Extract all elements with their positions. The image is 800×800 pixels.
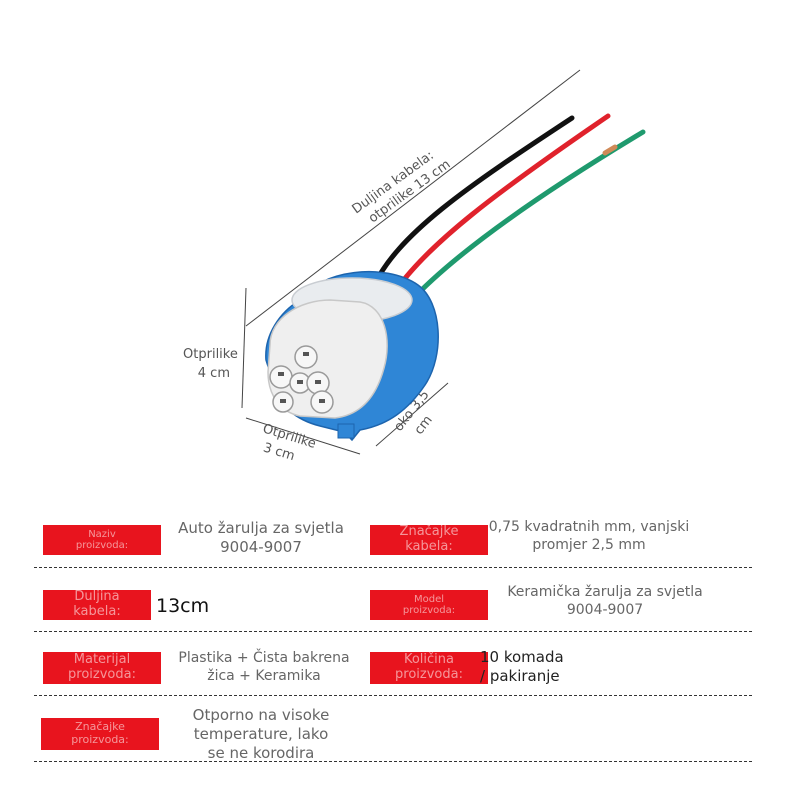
spec-row: Značajke proizvoda: Otporno na visoke te…	[34, 696, 752, 762]
cable-length-value: 13cm	[156, 595, 210, 617]
spec-row: Naziv proizvoda: Auto žarulja za svjetla…	[34, 515, 752, 568]
product-illustration: Duljina kabela: otprilike 13 cm Otprilik…	[183, 69, 646, 470]
pin-hole-top	[294, 345, 318, 369]
width-dimension-line	[245, 417, 361, 455]
cable-length-dimension-text: Duljina kabela: otprilike 13 cm	[350, 143, 454, 231]
product-model-label: Model proizvoda:	[370, 590, 488, 620]
green-wire-copper-tip	[602, 144, 618, 156]
spec-row: Duljina kabela: 13cm Model proizvoda: Ke…	[34, 568, 752, 632]
housing-tab	[337, 423, 355, 439]
product-quantity-value: 10 komada / pakiranje	[480, 648, 564, 685]
cable-features-value: 0,75 kvadratnih mm, vanjski promjer 2,5 …	[488, 519, 690, 553]
black-wire	[369, 115, 575, 293]
wires	[369, 113, 646, 307]
product-name-label: Naziv proizvoda:	[43, 525, 161, 555]
product-quantity-label: Količina proizvoda:	[370, 652, 488, 684]
pin-hole-left	[269, 365, 293, 389]
product-material-label: Materijal proizvoda:	[43, 652, 161, 684]
product-features-value: Otporno na visoke temperature, lako se n…	[192, 706, 330, 762]
product-model-value: Keramička žarulja za svjetla 9004-9007	[507, 584, 703, 618]
product-material-value: Plastika + Čista bakrena žica + Keramika	[178, 650, 350, 684]
height-dimension-line	[241, 287, 247, 409]
height-dimension-text: Otprilike 4 cm	[183, 347, 242, 381]
cable-length-label: Duljina kabela:	[43, 589, 151, 620]
cable-length-dimension-line	[245, 69, 581, 327]
diameter-dimension-line	[375, 382, 449, 447]
red-wire	[389, 113, 611, 299]
product-name-value: Auto žarulja za svjetla 9004-9007	[178, 519, 344, 556]
spec-row: Materijal proizvoda: Plastika + Čista ba…	[34, 632, 752, 696]
product-features-label: Značajke proizvoda:	[41, 718, 159, 750]
width-dimension-text: Otprilike 3 cm	[256, 421, 322, 470]
cable-features-label: Značajke kabela:	[370, 524, 488, 555]
connector	[265, 270, 439, 442]
green-wire	[405, 129, 646, 307]
